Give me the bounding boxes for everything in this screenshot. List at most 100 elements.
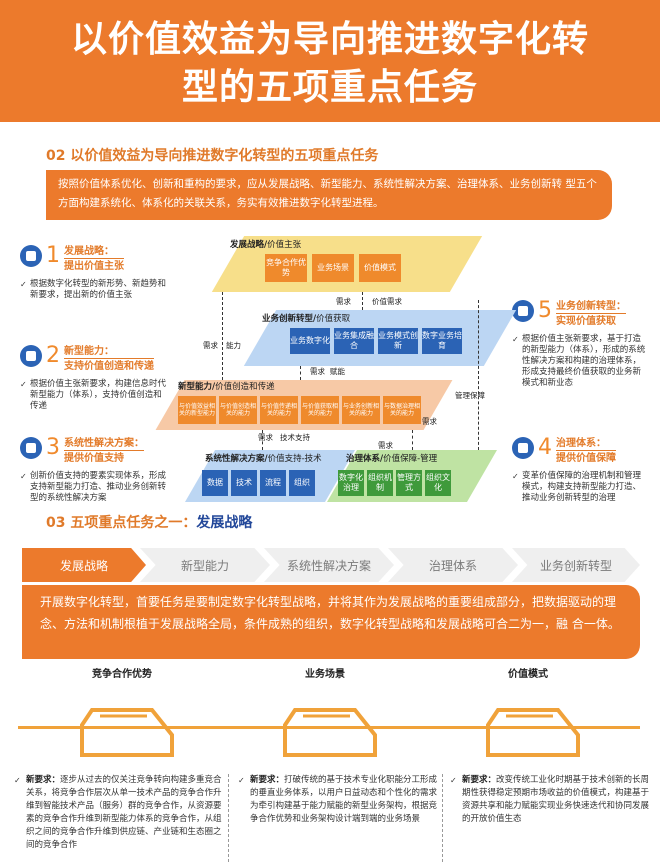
- governance-icon: [512, 437, 534, 459]
- connector-line: [412, 430, 413, 450]
- business-box: 业务集成融合: [334, 328, 374, 354]
- capability-box: 与业务创新相关的能力: [342, 396, 380, 424]
- requirement-value: 新要求：改变传统工业化时期基于技术创新的长周期性获得稳定预期市场收益的价值模式，…: [450, 774, 650, 826]
- cloud-icon: [512, 300, 534, 322]
- capability-box: 与数据治理相关的能力: [383, 396, 421, 424]
- connector-line: [262, 430, 263, 450]
- intro-panel: 按照价值体系优化、创新和重构的要求，应从发展战略、新型能力、系统性解决方案、治理…: [46, 170, 612, 220]
- task-number: 3: [46, 435, 60, 460]
- task-item-business: 5 业务创新转型：实现价值获取 根据价值主张新要求，基于打造的新型能力（体系），形…: [512, 300, 647, 389]
- visual-title: 业务场景: [305, 669, 345, 680]
- connector-line: [478, 300, 479, 450]
- task-sub-label: 提供价值保障: [556, 450, 616, 465]
- solution-box: 数据: [202, 470, 228, 496]
- flow-label: 技术支持: [280, 433, 310, 442]
- frame-icon: [283, 708, 377, 757]
- visual-title: 竞争合作优势: [92, 669, 152, 680]
- strategy-panel: 开展数字化转型，首要任务是要制定数字化转型战略，并将其作为发展战略的重要组成部分…: [22, 585, 640, 659]
- capability-icon: [20, 345, 42, 367]
- solution-icon: [20, 437, 42, 459]
- task-label: 发展战略：: [64, 246, 114, 257]
- hero-title-line2: 型的五项重点任务: [181, 67, 478, 108]
- task-desc: 根据价值主张新要求，基于打造的新型能力（体系），形成的系统性解决方案和构建的治理…: [512, 334, 647, 389]
- frame-icon: [80, 708, 174, 757]
- visual-title: 价值模式: [508, 669, 548, 680]
- task-number: 2: [46, 343, 60, 368]
- task-item-strategy: 1 发展战略：提出价值主张 根据数字化转型的新形势、新趋势和新要求，提出新的价值主…: [20, 245, 170, 301]
- flow-label: 需求: [422, 417, 437, 426]
- tab-strategy[interactable]: 发展战略: [22, 548, 146, 582]
- flow-label: 需求: [203, 341, 218, 350]
- tab-solution[interactable]: 系统性解决方案: [264, 548, 394, 582]
- flow-label: 需求: [258, 433, 273, 442]
- task-desc: 变革价值保障的治理机制和管理模式，构建支持新型能力打造、推动业务创新转型的治理: [512, 471, 647, 504]
- task-number: 5: [538, 298, 552, 323]
- task-item-capability: 2 新型能力：支持价值创造和传递 根据价值主张新要求，构建信息时代新型能力（体系）…: [20, 345, 170, 412]
- task-desc: 根据价值主张新要求，构建信息时代新型能力（体系），支持价值创造和传递: [20, 379, 170, 412]
- governance-box: 组织文化: [425, 470, 451, 496]
- plane-solution-title: 系统性解决方案/价值支持-技术: [205, 454, 322, 464]
- task-label: 业务创新转型：: [556, 301, 626, 312]
- strategy-box: 业务场景: [312, 254, 354, 282]
- task-sub-label: 支持价值创造和传递: [64, 358, 154, 373]
- plane-business-title: 业务创新转型/价值获取: [262, 314, 351, 324]
- business-box: 业务数字化: [290, 328, 330, 354]
- connector-line: [222, 292, 223, 380]
- governance-box: 组织机制: [367, 470, 393, 496]
- task-label: 新型能力：: [64, 346, 114, 357]
- hero-title-line1: 以价值效益为导向推进数字化转: [70, 19, 589, 60]
- task-item-governance: 4 治理体系：提供价值保障 变革价值保障的治理机制和管理模式，构建支持新型能力打造…: [512, 437, 647, 504]
- task-desc: 创新价值支持的要素实现体系，形成支持新型能力打造、推动业务创新转型的系统性解决方…: [20, 471, 170, 504]
- solution-box: 技术: [231, 470, 257, 496]
- strategy-icon: [20, 245, 42, 267]
- flow-label: 赋能: [330, 367, 345, 376]
- flow-label: 需求: [378, 441, 393, 450]
- flow-label: 管理保障: [455, 391, 485, 400]
- tab-business[interactable]: 业务创新转型: [512, 548, 640, 582]
- flow-label: 需求: [310, 367, 325, 376]
- solution-box: 流程: [260, 470, 286, 496]
- flow-label: 价值需求: [372, 297, 402, 306]
- capability-box: 与价值传递相关的能力: [260, 396, 298, 424]
- connector-line: [300, 366, 301, 380]
- task-sub-label: 提供价值支持: [64, 450, 144, 465]
- plane-capability-title: 新型能力/价值创造和传递: [178, 382, 275, 392]
- requirement-scene: 新要求：打破传统的基于技术专业化职能分工形成的垂直业务体系，以用户日益动态和个性…: [238, 774, 438, 826]
- governance-box: 管理方式: [396, 470, 422, 496]
- visual-scene: 业务场景: [255, 665, 395, 760]
- task-number: 4: [538, 435, 552, 460]
- hero-banner: 以价值效益为导向推进数字化转 型的五项重点任务: [0, 0, 660, 122]
- tab-governance[interactable]: 治理体系: [388, 548, 518, 582]
- task-desc: 根据数字化转型的新形势、新趋势和新要求，提出新的价值主张: [20, 279, 170, 301]
- strategy-box: 价值模式: [359, 254, 401, 282]
- capability-box: 与价值创造相关的能力: [219, 396, 257, 424]
- visual-competition: 竞争合作优势: [52, 665, 192, 760]
- plane-governance-title: 治理体系/价值保障-管理: [346, 454, 438, 464]
- plane-strategy-title: 发展战略/价值主张: [230, 240, 302, 250]
- connector-line: [362, 292, 363, 310]
- frame-icon: [486, 708, 580, 757]
- tab-capability[interactable]: 新型能力: [140, 548, 270, 582]
- requirement-competition: 新要求：逐步从过去的仅关注竞争转向构建多重竞合关系，将竞争合作层次从单一技术产品…: [14, 774, 224, 852]
- timeline-bar: [18, 726, 640, 729]
- divider: [442, 774, 443, 862]
- task-sub-label: 提出价值主张: [64, 258, 124, 273]
- task-number: 1: [46, 243, 60, 268]
- visual-value: 价值模式: [458, 665, 598, 760]
- business-box: 业务模式创新: [378, 328, 418, 354]
- divider: [228, 774, 229, 862]
- task-label: 治理体系：: [556, 438, 606, 449]
- section3-title: 03 五项重点任务之一：发展战略: [46, 515, 253, 531]
- business-box: 数字业务培育: [422, 328, 462, 354]
- governance-box: 数字化治理: [338, 470, 364, 496]
- capability-box: 与价值获取相关的能力: [301, 396, 339, 424]
- task-tabs: 发展战略 新型能力 系统性解决方案 治理体系 业务创新转型: [22, 548, 640, 582]
- strategy-box: 竞争合作优势: [265, 254, 307, 282]
- task-sub-label: 实现价值获取: [556, 313, 626, 328]
- solution-box: 组织: [289, 470, 315, 496]
- capability-box: 与价值效益相关的新型能力: [178, 396, 216, 424]
- section2-title: 02 以价值效益为导向推进数字化转型的五项重点任务: [46, 148, 379, 164]
- flow-label: 能力: [226, 341, 241, 350]
- flow-label: 需求: [336, 297, 351, 306]
